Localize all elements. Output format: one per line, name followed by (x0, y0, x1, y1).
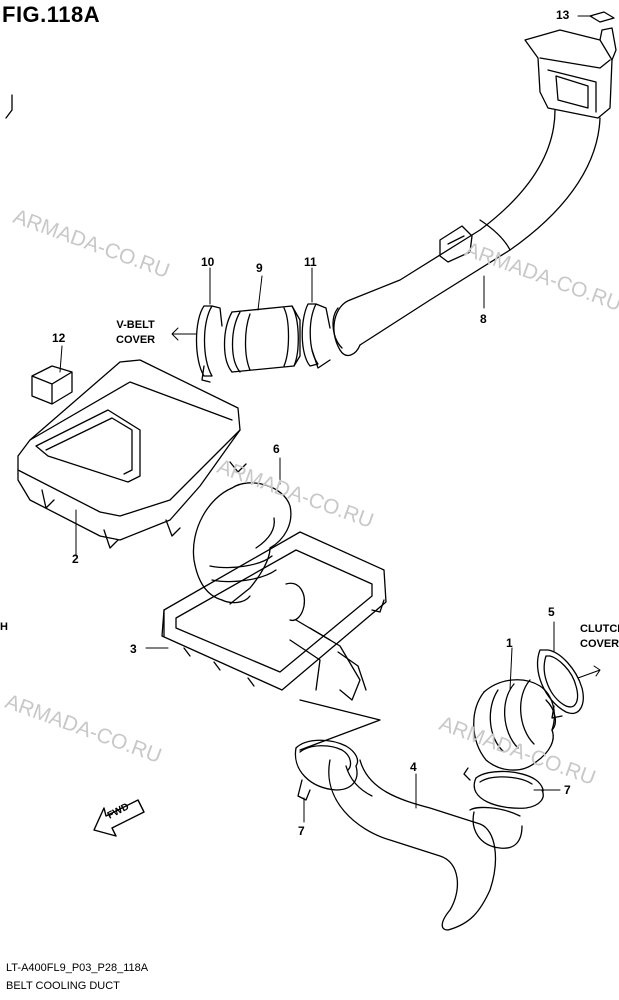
callout-7-right: 7 (564, 783, 571, 797)
callout-4: 4 (410, 760, 417, 774)
bracket-fragment (5, 94, 13, 119)
callout-8: 8 (480, 312, 487, 326)
part-11-clamp (301, 303, 331, 369)
vbelt-cover-label: V-BELT COVER (116, 318, 155, 348)
callout-1: 1 (506, 636, 513, 650)
part-8-outlet-duct (332, 27, 617, 357)
part-5-ring (536, 649, 584, 719)
callout-10: 10 (201, 255, 215, 269)
callout-2: 2 (72, 552, 79, 566)
part-4-lower-duct (328, 759, 523, 931)
callout-7-left: 7 (298, 824, 305, 838)
clutch-label-line1: CLUTCH (580, 623, 619, 635)
vbelt-label-line1: V-BELT (116, 319, 155, 331)
leader-lines (59, 15, 593, 823)
callout-5: 5 (548, 605, 555, 619)
callout-11: 11 (304, 255, 317, 269)
callout-9: 9 (256, 261, 263, 275)
cut-off-label: H (0, 621, 8, 633)
part-7-clamp-left (294, 739, 359, 801)
callout-3: 3 (130, 642, 137, 656)
callout-12: 12 (52, 331, 66, 345)
part-10-clamp (195, 305, 223, 383)
arrow-right-icon (577, 665, 601, 679)
figure-title: FIG.118A (2, 2, 101, 27)
part-7-clamp-right (463, 767, 544, 809)
part-1-boot (473, 679, 557, 771)
callout-6: 6 (273, 442, 280, 456)
clutch-label-line2: COVER (580, 638, 619, 650)
vbelt-label-line2: COVER (116, 334, 156, 346)
part-2-cover (17, 359, 247, 549)
callout-13: 13 (556, 8, 570, 22)
direction-arrows (171, 327, 601, 679)
clutch-cover-label: CLUTCH COVER (580, 622, 619, 652)
part-6-elbow (192, 482, 292, 605)
part-12-pad (31, 365, 73, 405)
fwd-arrow-icon (93, 799, 145, 837)
part-13-cap (589, 11, 615, 23)
arrow-left-icon (171, 327, 197, 341)
part-9-coupling (223, 305, 301, 373)
footer-caption: BELT COOLING DUCT (6, 980, 120, 992)
part-3-tray (161, 531, 387, 751)
footer-code: LT-A400FL9_P03_P28_118A (6, 962, 149, 974)
